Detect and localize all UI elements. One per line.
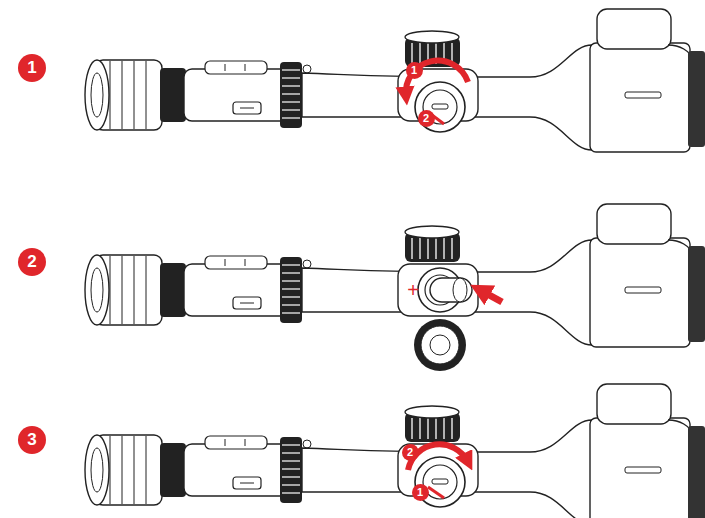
callout-number: 1 [406,62,423,79]
step-number: 1 [18,54,46,82]
step-number: 2 [18,248,46,276]
callout-number: 2 [402,444,419,461]
callout-number: 2 [418,110,435,127]
step-number: 3 [18,426,46,454]
callout-number: 1 [412,484,429,501]
polarity-mark: + [405,281,421,299]
